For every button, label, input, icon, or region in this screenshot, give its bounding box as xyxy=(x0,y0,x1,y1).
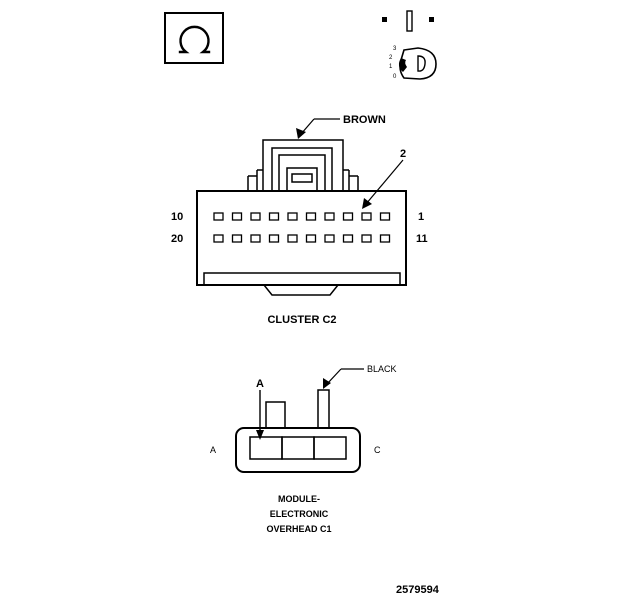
pin-label-11: 11 xyxy=(416,233,428,245)
terminal-scale-label: 1 xyxy=(389,64,393,70)
pin-cavity xyxy=(379,212,391,221)
cavity-row xyxy=(249,436,347,460)
pin-cavity xyxy=(268,234,280,243)
pin-cavity xyxy=(305,234,317,243)
connector-bottom-latch xyxy=(263,284,339,296)
pin-callout-number: 2 xyxy=(400,148,406,160)
pin-callout-leader xyxy=(365,159,404,205)
pin-label-20: 20 xyxy=(171,233,183,245)
pin-cavity xyxy=(213,212,224,221)
connector-body xyxy=(196,190,407,286)
pin-label-10: 10 xyxy=(171,211,183,223)
connector-bottom-rail xyxy=(203,272,401,286)
pin-cavity xyxy=(324,212,335,221)
pin-cavity xyxy=(342,234,354,243)
pin-cavity xyxy=(342,212,354,221)
pin-cavity xyxy=(361,234,372,243)
cavity-slot xyxy=(281,436,315,460)
figure-number: 2579594 xyxy=(396,584,440,596)
connector-name-line-2: ELECTRONIC xyxy=(270,509,329,519)
pin-cavity xyxy=(324,234,335,243)
pin-row-upper xyxy=(213,212,391,221)
terminal-scale-label: 2 xyxy=(389,55,393,61)
arrow-icon xyxy=(362,198,372,209)
pin-cavity xyxy=(268,212,280,221)
pin-row-lower xyxy=(213,234,391,243)
pin-cavity xyxy=(379,234,391,243)
connector-name-line-1: MODULE- xyxy=(278,494,320,504)
omega-symbol-icon xyxy=(164,12,224,64)
pin-label-1: 1 xyxy=(418,211,424,223)
pin-cavity xyxy=(305,212,317,221)
connector-lock-tab xyxy=(247,139,359,192)
pin-cavity xyxy=(250,234,261,243)
cavity-slot xyxy=(313,436,347,460)
arrow-icon xyxy=(296,128,306,139)
pin-cavity xyxy=(361,212,372,221)
arrow-icon xyxy=(323,378,331,389)
pin-cavity xyxy=(231,212,243,221)
connector-name-line-3: OVERHEAD C1 xyxy=(266,524,331,534)
overhead-c1-connector: BLACK A A C MODULE- ELECTRONIC OVERHEAD … xyxy=(210,364,397,534)
side-label-c: C xyxy=(374,445,381,455)
pin-cavity xyxy=(287,212,298,221)
terminal-scale-label: 0 xyxy=(393,74,397,80)
pin-cavity xyxy=(231,234,243,243)
connector-name-cluster-c2: CLUSTER C2 xyxy=(267,314,336,326)
pin-cavity xyxy=(287,234,298,243)
connector-body xyxy=(235,427,361,473)
terminal-pin-icon: 3 2 1 0 xyxy=(382,10,437,80)
wire-color-label: BLACK xyxy=(367,364,397,374)
cluster-c2-connector: 10 1 20 11 BROWN 2 CLUSTER C2 xyxy=(171,114,428,326)
pin-cavity xyxy=(250,212,261,221)
cavity-slot xyxy=(249,436,283,460)
side-label-a: A xyxy=(210,445,216,455)
wire-color-label: BROWN xyxy=(343,114,386,126)
arrow-icon xyxy=(256,430,264,440)
terminal-scale-label: 3 xyxy=(393,46,397,52)
cavity-callout-letter: A xyxy=(256,378,264,390)
pin-cavity xyxy=(213,234,224,243)
